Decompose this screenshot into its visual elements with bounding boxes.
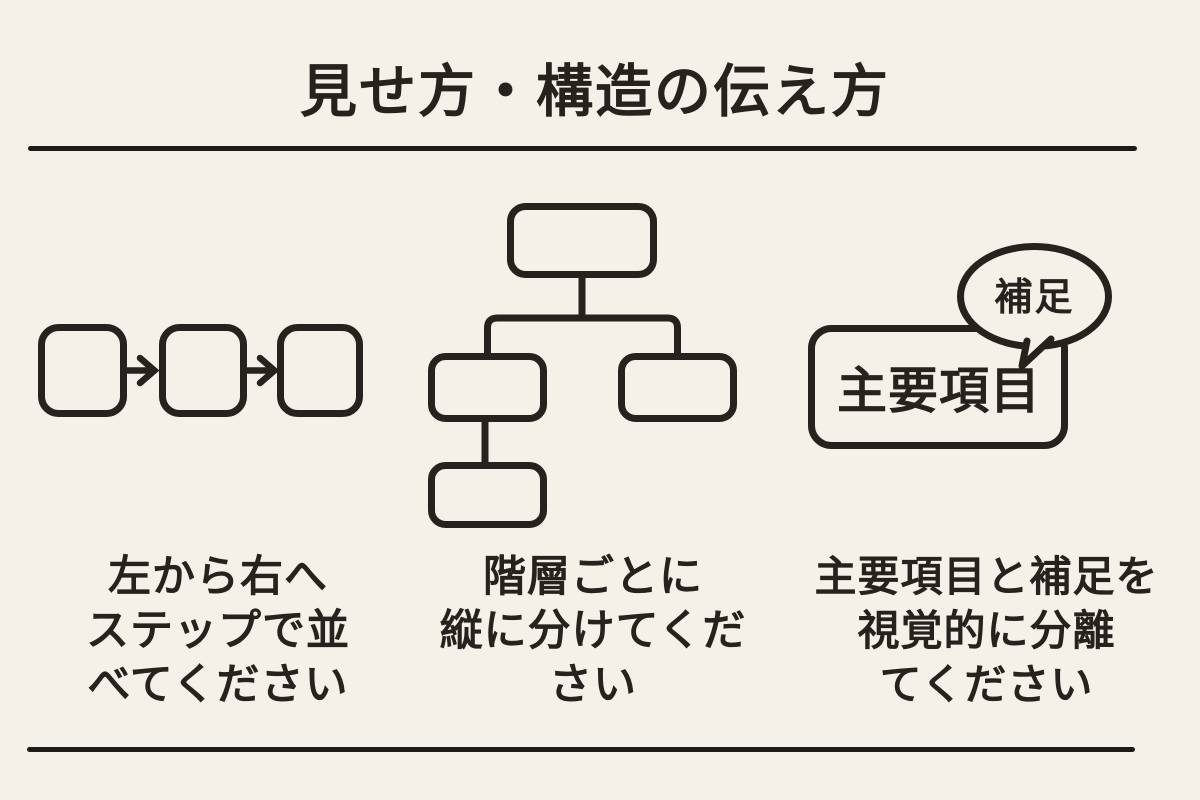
arrow-right-icon	[244, 354, 280, 387]
top-divider	[28, 146, 1137, 151]
steps-flow-diagram	[38, 324, 363, 417]
caption-line: 縦に分けてくだ	[439, 606, 747, 656]
tree-connector-branch	[484, 314, 681, 357]
hierarchy-caption: 階層ごとに 縦に分けてくだ さい	[423, 550, 763, 712]
main-item-label: 主要項目	[837, 362, 1041, 420]
caption-line: 左から右へ	[108, 552, 328, 602]
step-box-1	[38, 324, 127, 417]
step-box-2	[159, 324, 247, 417]
tree-root-box	[507, 203, 657, 278]
hierarchy-tree-diagram	[428, 203, 737, 528]
caption-line: 視覚的に分離	[857, 606, 1116, 655]
tree-child-box-right	[618, 353, 737, 422]
separation-caption: 主要項目と補足を 視覚的に分離 てください	[794, 550, 1179, 712]
caption-line: さい	[549, 660, 637, 710]
caption-line: べてください	[87, 660, 349, 710]
tree-child-box-left	[428, 353, 547, 422]
tree-grandchild-box	[428, 462, 547, 528]
step-box-3	[277, 324, 363, 417]
bubble-label: 補足	[994, 275, 1074, 319]
callout-diagram: 主要項目 補足	[808, 243, 1112, 449]
caption-line: ステップで並	[86, 606, 350, 656]
caption-line: 主要項目と補足を	[814, 552, 1159, 601]
bottom-divider	[27, 747, 1135, 752]
speech-bubble-tail	[1018, 335, 1055, 370]
arrow-right-icon	[124, 354, 160, 387]
caption-line: てください	[879, 660, 1094, 709]
main-item-box	[808, 325, 1068, 449]
steps-caption: 左から右へ ステップで並 べてください	[40, 550, 396, 712]
page-title: 見せ方・構造の伝え方	[300, 59, 890, 125]
caption-line: 階層ごとに	[483, 552, 703, 602]
